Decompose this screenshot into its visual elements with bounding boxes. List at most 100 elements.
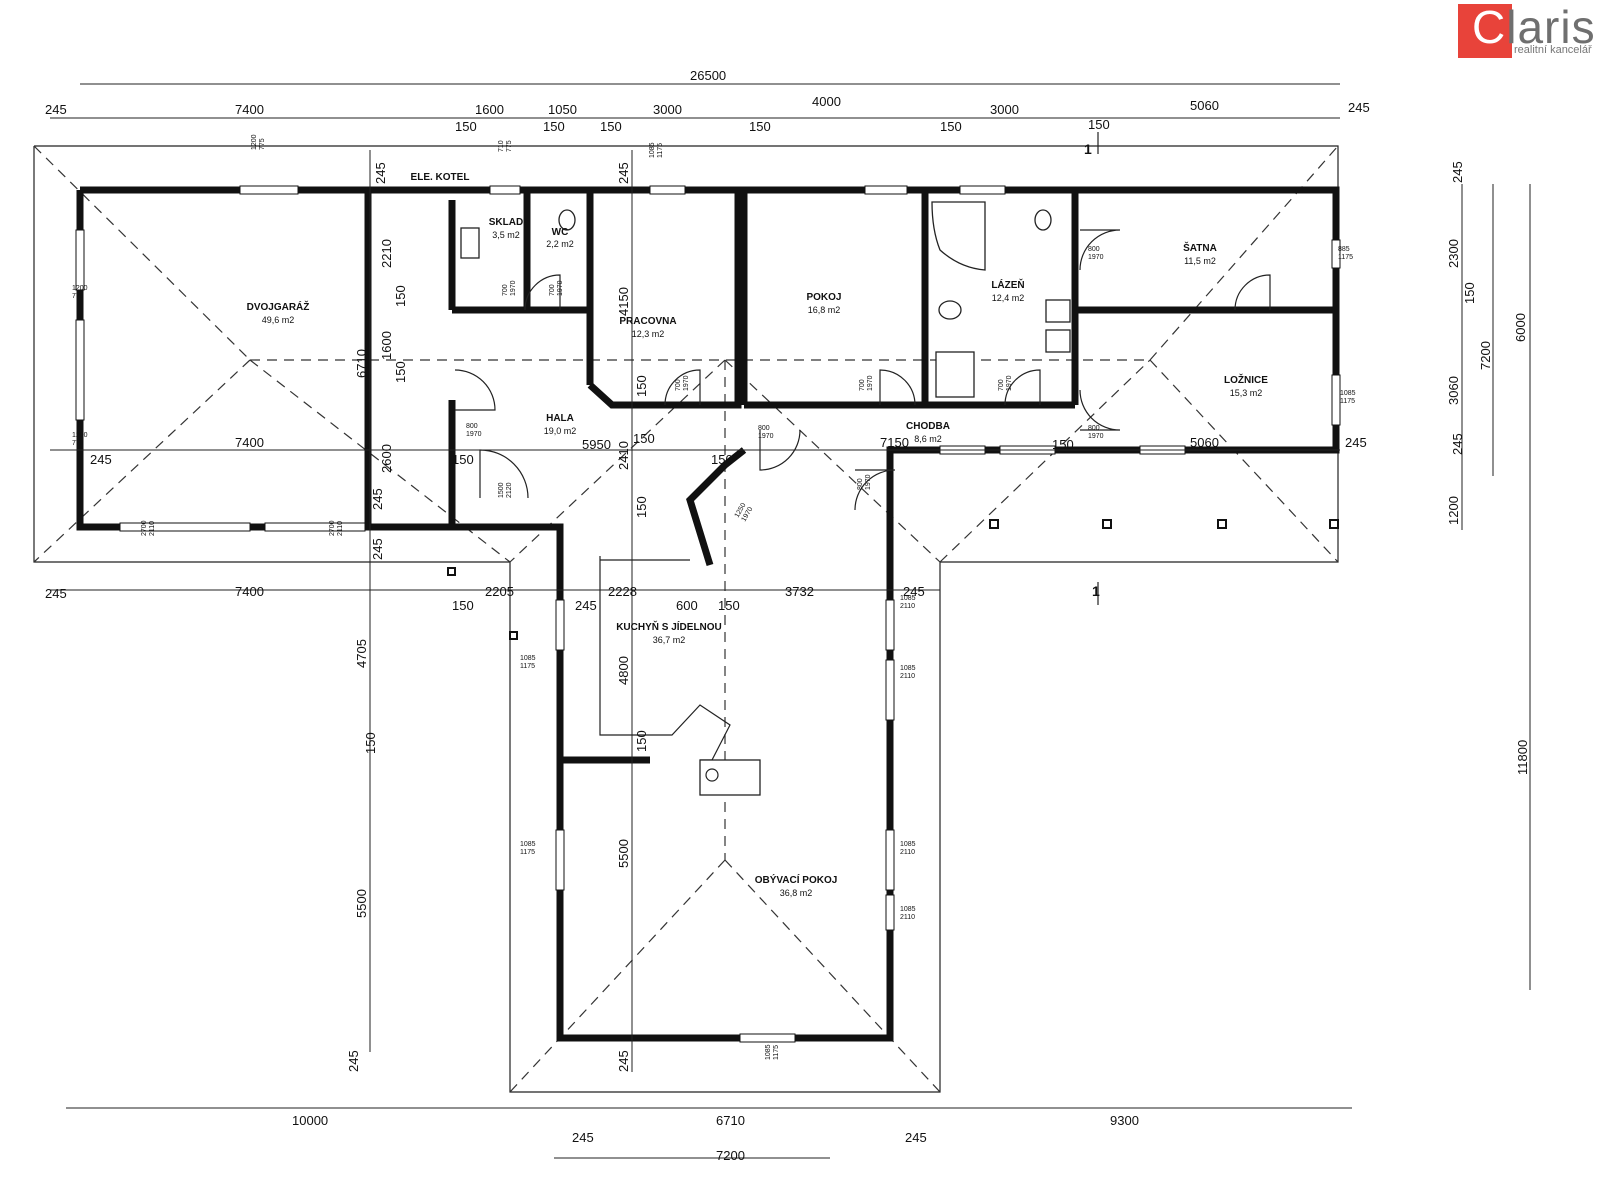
- opening-label: 1200775: [251, 134, 266, 150]
- room-name-kuchyn: KUCHYŇ S JÍDELNOU: [616, 620, 722, 633]
- room-name-chodba: CHODBA: [906, 421, 950, 432]
- dim-label: 11800: [1515, 740, 1530, 775]
- dim-label: 150: [363, 732, 378, 754]
- logo-wordmark: Claris: [1472, 0, 1596, 54]
- dim-label: 4705: [354, 639, 369, 668]
- dimension-labels-right: 245 2300 150 3060 245 1200 7200 6000 118…: [1446, 161, 1530, 775]
- dim-label: 245: [45, 586, 67, 601]
- dim-label: 150: [634, 730, 649, 752]
- dim-label: 9300: [1110, 1113, 1139, 1128]
- dimension-lines: [50, 83, 1531, 1159]
- dim-label: 150: [1052, 437, 1074, 452]
- dim-label: 245: [572, 1130, 594, 1145]
- dim-label: 245: [346, 1050, 361, 1072]
- dim-label: 7400: [235, 435, 264, 450]
- opening-label: 7001970: [859, 375, 874, 391]
- logo-tagline: realitní kancelář: [1514, 44, 1592, 56]
- dim-label: 150: [718, 598, 740, 613]
- room-name-pracovna: PRACOVNA: [619, 316, 676, 327]
- dim-label: 150: [711, 452, 733, 467]
- dim-label: 6000: [1513, 313, 1528, 342]
- dim-label: 4000: [812, 94, 841, 109]
- section-marker-top: 1: [1084, 141, 1092, 157]
- dimension-labels-bottom: 10000 6710 9300 7200 245 245: [292, 1113, 1139, 1163]
- opening-label: 27002110: [141, 520, 156, 536]
- dim-total-width: 26500: [690, 68, 726, 83]
- section-marker-bottom: 1: [1092, 583, 1100, 599]
- opening-label: 7001970: [502, 280, 517, 296]
- dim-label: 3000: [653, 102, 682, 117]
- opening-label: 7001970: [549, 280, 564, 296]
- logo-box: [1458, 4, 1512, 58]
- room-area-loznice: 15,3 m2: [1230, 388, 1263, 398]
- dim-label: 5500: [354, 889, 369, 918]
- claris-logo: Claris realitní kancelář: [1458, 1, 1606, 58]
- logo-rest: laris: [1506, 1, 1596, 53]
- dim-label: 7150: [880, 435, 909, 450]
- dim-label: 150: [600, 119, 622, 134]
- dim-label: 2410: [616, 441, 631, 470]
- dim-label: 3732: [785, 584, 814, 599]
- opening-label: 10851175: [765, 1044, 780, 1060]
- room-area-obyvaci-pokoj: 36,8 m2: [780, 888, 813, 898]
- room-name-obyvaci-pokoj: OBÝVACÍ POKOJ: [755, 873, 838, 886]
- dim-label: 5060: [1190, 98, 1219, 113]
- dim-label: 150: [634, 496, 649, 518]
- opening-label: 10851175: [649, 142, 664, 158]
- room-labels: DVOJGARÁŽ 49,6 m2 ELE. KOTEL SKLAD 3,5 m…: [247, 172, 1269, 898]
- dim-label: 2300: [1446, 239, 1461, 268]
- dim-label: 3000: [990, 102, 1019, 117]
- dim-label: 245: [616, 1050, 631, 1072]
- dim-label: 150: [1088, 117, 1110, 132]
- dim-label: 1200: [1446, 496, 1461, 525]
- room-area-chodba: 8,6 m2: [914, 434, 942, 444]
- opening-label: 710775: [498, 140, 513, 152]
- dim-label: 5500: [616, 839, 631, 868]
- dim-label: 245: [90, 452, 112, 467]
- room-name-lazen: LÁZEŇ: [991, 278, 1024, 291]
- dim-label: 4150: [616, 287, 631, 316]
- dimension-labels-inner: 245 4150 150 2410 150 4800 150 5500 245: [616, 162, 649, 1072]
- door-swings: [454, 229, 1271, 511]
- dim-label: 150: [393, 285, 408, 307]
- roof-ridge-lines: [33, 145, 1339, 1093]
- dim-label: 150: [634, 375, 649, 397]
- dim-label: 245: [1450, 161, 1465, 183]
- dim-label: 245: [45, 102, 67, 117]
- dim-label: 2205: [485, 584, 514, 599]
- roof-outline: [33, 145, 1339, 1093]
- logo-first-letter: C: [1472, 1, 1507, 53]
- dim-label: 7400: [235, 102, 264, 117]
- opening-label: 7001970: [998, 375, 1013, 391]
- dim-label: 6710: [716, 1113, 745, 1128]
- dim-label: 150: [455, 119, 477, 134]
- interior-walls: [364, 190, 1336, 764]
- room-area-wc: 2,2 m2: [546, 239, 574, 249]
- dim-label: 245: [903, 584, 925, 599]
- dim-label: 245: [370, 538, 385, 560]
- dim-label: 245: [373, 162, 388, 184]
- room-area-sklad: 3,5 m2: [492, 230, 520, 240]
- dim-label: 7200: [716, 1148, 745, 1163]
- dim-label: 150: [393, 361, 408, 383]
- dim-label: 2228: [608, 584, 637, 599]
- dim-label: 150: [452, 452, 474, 467]
- dim-label: 600: [676, 598, 698, 613]
- dim-label: 7200: [1478, 341, 1493, 370]
- opening-label: 27002110: [329, 520, 344, 536]
- room-name-pokoj: POKOJ: [806, 292, 841, 303]
- opening-label: 12501970: [734, 502, 755, 523]
- dim-label: 10000: [292, 1113, 328, 1128]
- dim-label: 3060: [1446, 376, 1461, 405]
- dim-label: 150: [1462, 282, 1477, 304]
